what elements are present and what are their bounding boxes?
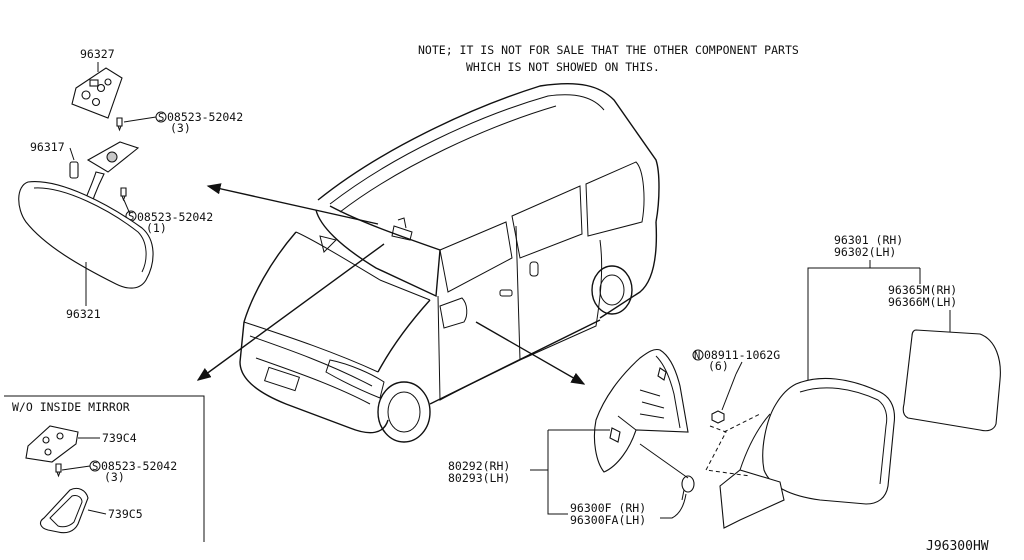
label-screw-2: 08523-52042: [137, 210, 213, 224]
screw-icon: [55, 463, 62, 478]
inside-mirror-group: 96327 S 08523-52042 (3) 96317: [18, 47, 243, 321]
label-assembly-lh: 96302(LH): [834, 245, 896, 259]
nut-symbol: N: [694, 350, 700, 362]
label-assembly-rh: 96301 (RH): [834, 233, 903, 247]
label-finisher-rh: 80292(RH): [448, 459, 510, 473]
label-mirror: 96321: [66, 307, 101, 321]
label-glass-rh: 96365M(RH): [888, 283, 957, 297]
label-screw-1-qty: (3): [170, 121, 191, 135]
screw-symbol-1: S: [158, 112, 164, 124]
van-illustration: [239, 83, 660, 443]
inside-mirror-part: [18, 181, 154, 289]
note-line-1: NOTE; IT IS NOT FOR SALE THAT THE OTHER …: [418, 43, 799, 57]
nut-part: [711, 410, 725, 424]
pin-part: [69, 161, 79, 179]
cover-part-739c4: [25, 425, 79, 463]
label-pin: 96317: [30, 140, 65, 154]
screw-symbol-icon: [155, 111, 167, 123]
label-wo-screw: 08523-52042: [101, 459, 177, 473]
cover-part-739c5: [39, 487, 89, 534]
note-line-2: WHICH IS NOT SHOWED ON THIS.: [466, 60, 660, 74]
label-screw-1: 08523-52042: [167, 110, 243, 124]
screw-icon: [120, 187, 127, 202]
screw-symbol-3: S: [92, 461, 98, 473]
screw-symbol-2: S: [128, 211, 134, 223]
label-739c4: 739C4: [102, 431, 137, 445]
diagram-id: J96300HW: [926, 539, 989, 554]
label-739c5: 739C5: [108, 507, 143, 521]
finisher-part: [593, 348, 689, 473]
label-finisher-lh: 80293(LH): [448, 471, 510, 485]
mirror-glass-part: [902, 329, 1001, 432]
label-wo-screw-qty: (3): [104, 470, 125, 484]
label-base-cover: 96327: [80, 47, 115, 61]
label-screw-2-qty: (1): [146, 221, 167, 235]
label-cover-lh: 96300FA(LH): [570, 513, 646, 527]
base-cover-part: [71, 67, 123, 119]
clip-part: [681, 475, 695, 501]
door-mirror-housing-part: [719, 377, 896, 529]
label-glass-lh: 96366M(LH): [888, 295, 957, 309]
label-cover-rh: 96300F (RH): [570, 501, 646, 515]
screw-symbol-icon: [89, 460, 101, 472]
label-nut: 08911-1062G: [704, 348, 780, 362]
door-mirror-group: 96301 (RH) 96302(LH) 96365M(RH) 96366M(L…: [448, 233, 1001, 529]
label-nut-qty: (6): [708, 359, 729, 373]
wo-mirror-title: W/O INSIDE MIRROR: [12, 400, 130, 414]
screw-icon: [116, 117, 123, 132]
wo-inside-mirror-box: W/O INSIDE MIRROR 739C4 S 08523-52042 (3…: [4, 395, 205, 542]
nut-symbol-icon: [692, 349, 704, 361]
